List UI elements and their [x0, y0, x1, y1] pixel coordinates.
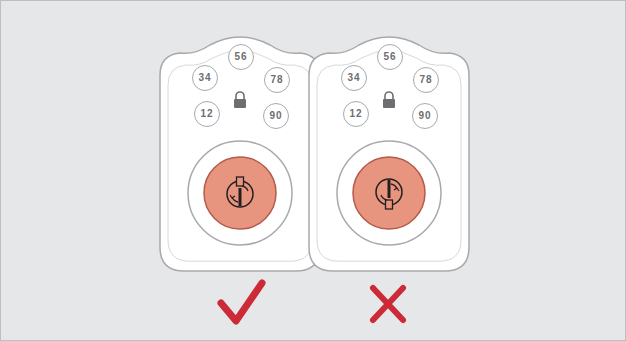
button-digits: 12	[349, 109, 362, 119]
keypad-button: 34	[192, 65, 218, 91]
button-digits: 90	[269, 111, 282, 121]
keypad-button: 90	[263, 103, 289, 129]
button-digits: 90	[418, 111, 431, 121]
button-digits: 56	[383, 52, 396, 62]
button-digits: 34	[198, 73, 211, 83]
cross-mark	[373, 288, 403, 320]
button-digits: 78	[270, 75, 283, 85]
button-digits: 12	[200, 109, 213, 119]
keypad-button: 12	[194, 101, 220, 127]
keypad-button: 78	[413, 67, 439, 93]
keypad-button: 78	[264, 67, 290, 93]
button-digits: 78	[419, 75, 432, 85]
button-digits: 34	[347, 73, 360, 83]
keypad-button: 56	[377, 44, 403, 70]
button-digits: 56	[234, 52, 247, 62]
keypad-button: 90	[412, 103, 438, 129]
keypad-button: 34	[341, 65, 367, 91]
check-mark	[221, 283, 262, 321]
keypad-button: 56	[228, 44, 254, 70]
keypad-button: 12	[343, 101, 369, 127]
